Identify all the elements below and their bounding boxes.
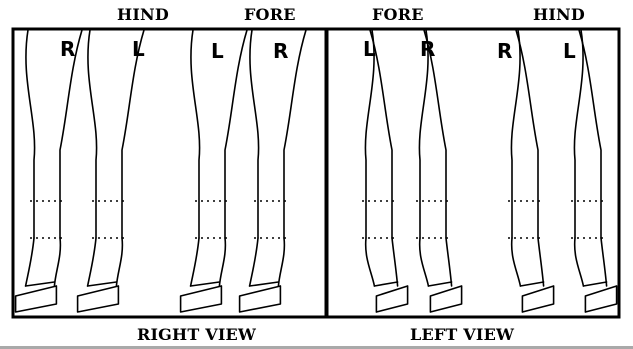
lv-right-hind-hoof xyxy=(522,286,553,312)
rv-right-hind-pastern-front xyxy=(26,238,34,286)
rv-left-fore-coronet xyxy=(191,282,220,286)
footer-label-left-view: LEFT VIEW xyxy=(410,326,514,344)
rv-left-fore-hoof xyxy=(181,286,222,312)
rv-left-hind-coronet xyxy=(88,282,117,286)
leg-letter-right-hind-rv: R xyxy=(60,37,75,61)
lv-left-fore-front-edge xyxy=(365,30,374,238)
rv-right-hind-pastern-back xyxy=(54,238,60,286)
rv-left-fore-front-edge xyxy=(191,30,200,238)
lv-right-fore-coronet xyxy=(428,282,451,286)
rv-left-hind-pastern-back xyxy=(116,238,122,286)
leg-letter-right-fore-rv: R xyxy=(273,39,288,63)
rv-right-hind-hoof xyxy=(16,286,57,312)
rv-left-hind-pastern-front xyxy=(88,238,96,286)
leg-letter-right-fore-lv: R xyxy=(420,37,435,61)
rv-right-hind-coronet xyxy=(26,282,55,286)
rv-left-hind-hoof xyxy=(78,286,119,312)
rv-right-fore-coronet xyxy=(250,282,279,286)
leg-letter-left-hind-rv: L xyxy=(132,37,145,61)
leg-letter-left-fore-rv: L xyxy=(211,39,224,63)
leg-letter-right-hind-lv: R xyxy=(497,39,512,63)
lv-left-hind-hoof xyxy=(585,286,616,312)
rv-left-hind-front-edge xyxy=(88,30,97,238)
rv-right-hind-front-edge xyxy=(26,30,35,238)
rv-left-fore-pastern-front xyxy=(191,238,199,286)
lv-right-fore-pastern-back xyxy=(446,238,452,286)
lv-right-hind-pastern-front xyxy=(512,238,521,286)
lv-right-fore-front-edge xyxy=(419,30,428,238)
footer-label-right-view: RIGHT VIEW xyxy=(137,326,256,344)
rv-right-fore-hoof xyxy=(240,286,281,312)
lv-right-fore-hoof xyxy=(430,286,461,312)
lv-left-hind-pastern-front xyxy=(575,238,584,286)
rv-right-hind-back-edge xyxy=(60,30,82,238)
lv-right-hind-coronet xyxy=(520,282,543,286)
rv-right-fore-front-edge xyxy=(250,30,259,238)
rv-left-fore-back-edge xyxy=(225,30,247,238)
rv-right-fore-pastern-front xyxy=(250,238,258,286)
lv-left-fore-coronet xyxy=(374,282,397,286)
lv-right-hind-pastern-back xyxy=(538,238,544,286)
lv-left-fore-hoof xyxy=(376,286,407,312)
rv-left-hind-back-edge xyxy=(122,30,144,238)
lv-right-hind-front-edge xyxy=(511,30,520,238)
lv-right-fore-pastern-front xyxy=(420,238,429,286)
rv-right-fore-pastern-back xyxy=(278,238,284,286)
lv-left-fore-pastern-front xyxy=(366,238,375,286)
lv-left-fore-pastern-back xyxy=(392,238,398,286)
leg-letter-left-hind-lv: L xyxy=(563,39,576,63)
lv-left-hind-pastern-back xyxy=(601,238,607,286)
rv-left-fore-pastern-back xyxy=(219,238,225,286)
lv-left-hind-coronet xyxy=(583,282,606,286)
leg-letter-left-fore-lv: L xyxy=(363,37,376,61)
